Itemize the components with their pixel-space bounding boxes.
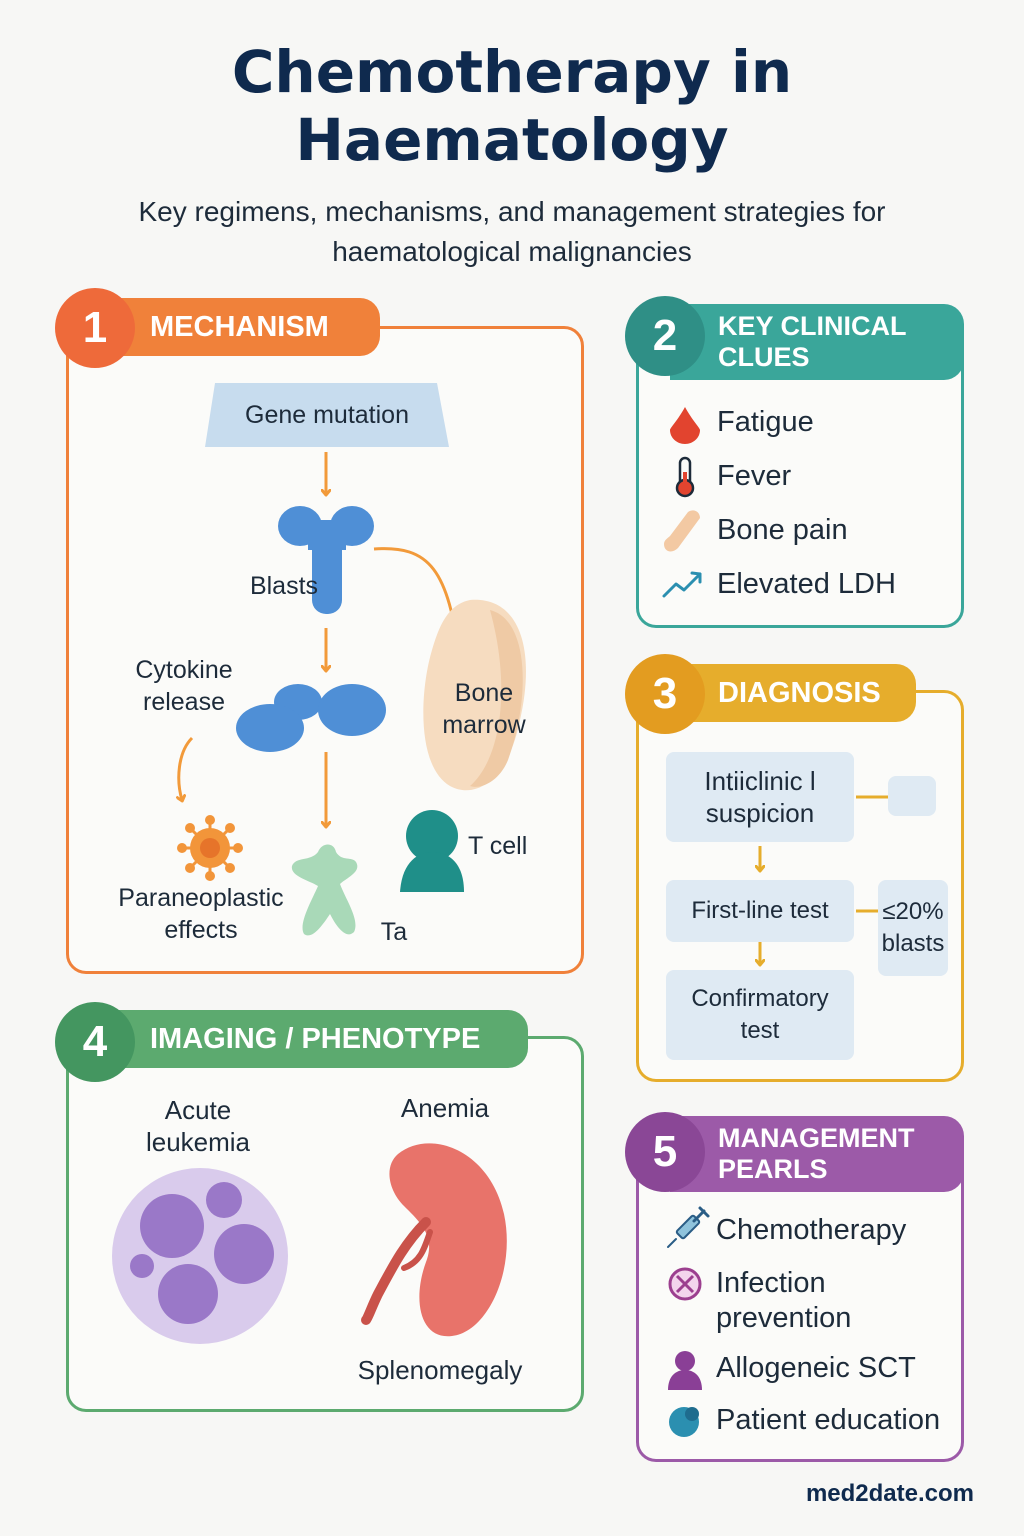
spleen-icon [361,1143,507,1337]
section-5-number: 5 [625,1112,705,1192]
section-4-number: 4 [55,1002,135,1082]
confirmatory-test-box: Confirmatory test [666,970,854,1060]
trend-up-icon [662,572,702,598]
acute-leukemia-line-1: Acute [164,1095,232,1125]
bone-marrow-label: Bone marrow [424,677,544,741]
acute-leukemia-label: Acute leukemia [118,1094,278,1158]
anemia-label: Anemia [400,1093,490,1123]
no-infection-icon [668,1267,702,1301]
leukemia-cell-icon [112,1168,288,1344]
confirmatory-line-2: test [740,1017,780,1044]
side-placeholder-box [888,776,936,816]
blasts-threshold-unit: blasts [881,930,945,957]
management-heading-line-1: MANAGEMENT [718,1123,915,1153]
pearl-patient-education: Patient education [716,1404,941,1436]
cytokine-release-label: Cytokine release [122,654,246,718]
subtitle-line-1: Key regimens, mechanisms, and management… [138,196,886,227]
paraneoplastic-virus-icon [177,815,243,881]
blast-cell-icon [278,506,374,614]
imaging-heading: IMAGING / PHENOTYPE [150,1022,481,1055]
clue-fever: Fever [717,460,792,492]
clinical-clues-heading-line-2: CLUES [718,342,810,372]
initial-suspicion-line-2: suspicion [705,798,815,828]
t-cell-icon [400,810,464,892]
mechanism-banner: MECHANISM [100,298,380,356]
initial-suspicion-line-1: Intiiclinic l [704,766,816,796]
trend-up-arrowhead [690,571,702,584]
blasts-threshold-box: ≤20% blasts [878,880,948,976]
t-cell-label: T cell [468,832,528,860]
paraneoplastic-label: Paraneoplastic effects [96,882,306,946]
first-line-test-box: First-line test [666,880,854,942]
blasts-label: Blasts [249,572,319,600]
paraneoplastic-line-1: Paraneoplastic [118,884,284,912]
footer-brand: med2date.com [805,1480,974,1507]
acute-leukemia-line-2: leukemia [145,1127,251,1157]
bone-marrow-line-1: Bone [454,679,514,707]
imaging-banner: IMAGING / PHENOTYPE [100,1010,528,1068]
syringe-icon [667,1206,710,1248]
bone-marrow-line-2: marrow [442,711,526,739]
cytokine-release-line-1: Cytokine [135,656,233,684]
ta-label: Ta [380,918,408,946]
gene-mutation-label: Gene mutation [245,401,409,429]
paraneoplastic-line-2: effects [164,916,238,944]
cytokine-cells-icon [236,684,386,752]
management-heading-line-2: PEARLS [718,1154,828,1184]
page-subtitle: Key regimens, mechanisms, and management… [0,192,1024,272]
arrow-cytokine-to-paraneoplastic [179,736,194,800]
page-title: Chemotherapy in Haematology [0,38,1024,174]
splenomegaly-label: Splenomegaly [357,1355,523,1385]
confirmatory-line-1: Confirmatory [691,985,829,1012]
person-icon [668,1351,702,1390]
title-line-1: Chemotherapy in [231,38,793,106]
subtitle-line-2: haematological malignancies [332,236,692,267]
section-1-number: 1 [55,288,135,368]
bone-icon [664,510,700,552]
pearl-allogeneic-sct: Allogeneic SCT [716,1352,916,1384]
blood-drop-icon [670,407,700,444]
clue-bone-pain: Bone pain [717,514,848,546]
pearl-infection-line-1: Infection [716,1267,826,1299]
cytokine-release-line-2: release [143,688,225,716]
diagnosis-heading: DIAGNOSIS [718,676,881,709]
section-2-number: 2 [625,296,705,376]
thermometer-icon [675,456,695,498]
section-3-number: 3 [625,654,705,734]
title-line-2: Haematology [295,106,729,174]
blasts-threshold-value: ≤20% [882,898,944,925]
clue-fatigue: Fatigue [717,406,814,438]
pearl-infection-line-2: prevention [716,1302,852,1334]
ta-cell-icon [291,844,358,936]
pearl-infection-prevention: Infection prevention [716,1266,851,1336]
gene-mutation-box [205,383,449,447]
bone-marrow-icon [423,599,526,791]
diagnosis-banner: DIAGNOSIS [672,664,916,722]
pearl-chemotherapy: Chemotherapy [716,1214,907,1246]
education-icon [669,1407,699,1437]
mechanism-heading: MECHANISM [150,310,329,343]
clue-elevated-ldh: Elevated LDH [717,568,896,600]
clinical-clues-heading-line-1: KEY CLINICAL [718,311,907,341]
